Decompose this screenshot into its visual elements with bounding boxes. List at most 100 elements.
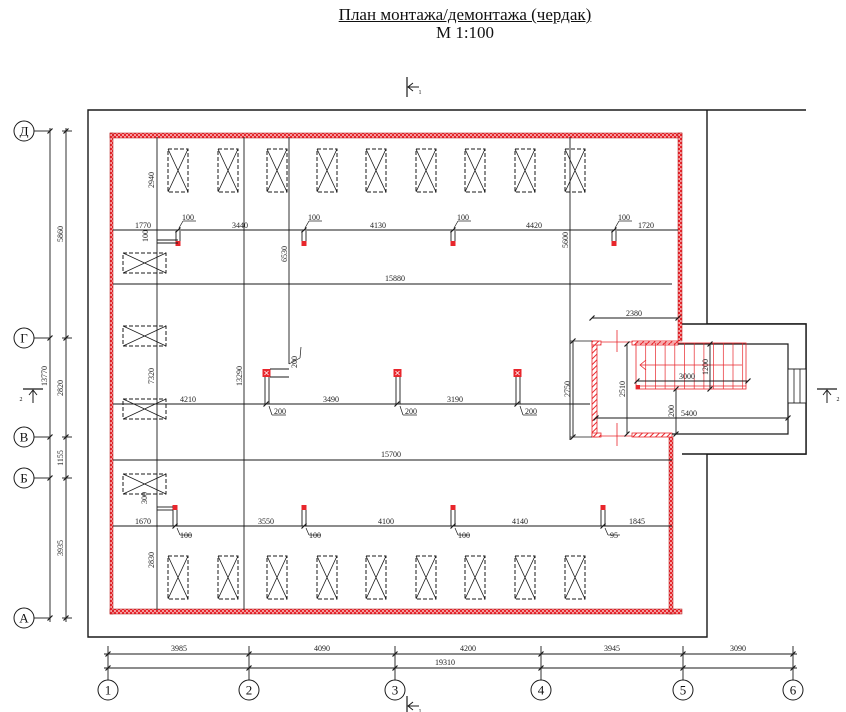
vent-unit-frame [415,555,437,600]
dimension-tick [673,431,679,437]
vent-unit-cross [514,148,536,193]
overall-height-label: 13770 [40,366,49,386]
vent-unit-cross [415,148,437,193]
middle-row-label: 4210 [180,395,196,404]
bottom-offset-label: 100 [458,531,470,540]
leader-line [519,405,524,416]
second-total-vertical-label: 13290 [235,366,244,386]
fixture-point [600,505,606,510]
vent-unit-cross [365,148,387,193]
leader-line [176,527,181,536]
overall-width-label: 19310 [435,658,455,667]
axis-marker-2: Г [13,327,72,349]
dimension-tick [301,227,307,233]
vent-unit-cross [514,555,536,600]
segment-width-label: 3090 [730,644,746,653]
dimension-tick [611,227,617,233]
middle-offset-label: 200 [525,407,537,416]
segment-height-label: 2820 [56,380,65,396]
leader-line [453,220,459,229]
bottom-row-label: 1670 [135,517,151,526]
dimension-tick [514,401,520,407]
vent-unit-frame [122,325,167,347]
vent-unit-cross [415,555,437,600]
stair-wall [591,432,602,438]
vent-unit-frame [316,555,338,600]
leader-line [454,527,459,536]
dimension-tick [785,415,791,421]
section-cut-1: 1 [406,77,422,97]
vent-unit-frame [514,555,536,600]
top-offset-label: 100 [308,213,320,222]
axis-label: 6 [790,683,797,698]
top-row-label: 1770 [135,221,151,230]
middle-row-label: 3490 [323,395,339,404]
section-cut-2: 2 [817,388,840,403]
fixture-point [172,505,178,510]
vent-unit [217,555,239,600]
axis-label: 2 [246,683,253,698]
middle-row-label: 3190 [447,395,463,404]
drawing-scale: М 1:100 [435,23,495,42]
section-arrow [407,701,419,711]
middle-span-label: 15700 [381,450,401,459]
stair-wall [631,432,673,438]
axis-marker-5: А [13,607,72,629]
fixture-point-mark [264,370,269,376]
vent-unit-cross [464,555,486,600]
top-offset-vertical-label: 2940 [147,172,156,188]
segment-width-label: 3945 [604,644,620,653]
vent-unit [514,148,536,193]
top-row-label: 4130 [370,221,386,230]
axis-label: 1 [105,683,112,698]
leader-line [304,220,310,229]
vent-unit-frame [464,555,486,600]
vent-unit-frame [415,148,437,193]
vent-unit [266,148,288,193]
ventilation-units [122,148,586,600]
dimension-tick [175,227,181,233]
dimension-tick [624,431,630,437]
vent-unit [122,473,167,495]
section-cut-1: 1 [406,696,422,712]
vent-unit-frame [167,555,189,600]
leader-line [268,405,273,416]
leader-line [299,346,302,359]
vent-unit [217,148,239,193]
vent-unit [122,325,167,347]
vent-unit [122,252,167,274]
bottom-row-label: 1845 [629,517,645,526]
leader-line [305,527,310,536]
segment-width-label: 4090 [314,644,330,653]
axis-label: 5 [680,683,687,698]
fourth-vertical-label: 5600 [561,232,570,248]
fixture-point-mark [395,370,400,376]
vent-unit-frame [122,473,167,495]
dimension-tick [301,523,307,529]
vent-unit [122,398,167,420]
third-vertical-label: 6530 [280,246,289,262]
leader-line [178,220,184,229]
vent-unit-frame [564,555,586,600]
axis-marker-5: 5 [672,646,694,701]
vent-unit-frame [217,148,239,193]
top-row-label: 3440 [232,221,248,230]
section-label: 2 [837,397,840,403]
stair-direction-arrow [639,359,647,371]
stair-width-label: 2380 [626,309,642,318]
fixture-point [301,505,307,510]
section-arrow [28,389,38,403]
vent-unit [167,555,189,600]
dimension-tick [589,315,595,321]
segment-height-label: 1155 [56,450,65,466]
section-label: 1 [419,709,422,712]
vent-unit-frame [564,148,586,193]
middle-riser-label: 200 [290,356,299,368]
landing-offset-label: 200 [667,405,676,417]
segment-width-label: 3985 [171,644,187,653]
vent-unit-frame [365,148,387,193]
vent-unit-cross [122,398,167,420]
top-offset-label: 100 [457,213,469,222]
